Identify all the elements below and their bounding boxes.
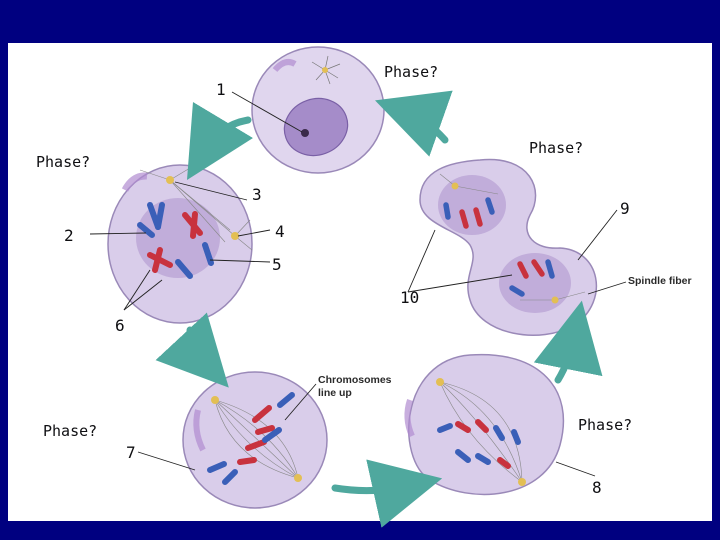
cell-bottom-left-metaphase	[182, 371, 328, 509]
chromosomes-line-up-label-1: Chromosomes	[318, 374, 392, 386]
bottom-band	[0, 521, 720, 540]
arrow-bottom-right-up	[533, 300, 603, 384]
number-label-9: 9	[620, 199, 630, 218]
leader-lines	[89, 91, 627, 477]
phase-label-bottom-left: Phase?	[43, 422, 98, 440]
phase-label-right: Phase?	[529, 139, 584, 157]
number-label-6: 6	[115, 316, 125, 335]
number-label-4: 4	[275, 222, 285, 241]
number-label-2: 2	[64, 226, 74, 245]
spindle-fiber-label: Spindle fiber	[628, 275, 692, 287]
number-label-8: 8	[592, 478, 602, 497]
cell-bottom-right-anaphase	[404, 353, 565, 496]
arrow-bottom	[331, 459, 443, 528]
cell-right-telophase	[419, 158, 598, 336]
phase-label-bottom-right: Phase?	[578, 416, 633, 434]
number-label-1: 1	[216, 80, 226, 99]
arrow-left-to-bottom	[155, 312, 229, 388]
number-label-7: 7	[126, 443, 136, 462]
number-label-10: 10	[400, 288, 420, 307]
chromosomes-line-up-label-2: line up	[318, 387, 352, 399]
cell-top-interphase	[251, 46, 385, 174]
number-label-3: 3	[252, 185, 262, 204]
cell-left-prophase	[107, 164, 253, 324]
phase-label-left: Phase?	[36, 153, 91, 171]
arrow-top-to-left	[186, 101, 254, 181]
arrow-right-to-top	[374, 90, 453, 157]
number-label-5: 5	[272, 255, 282, 274]
cycle-arrows	[155, 90, 603, 528]
phase-label-top: Phase?	[384, 63, 439, 81]
